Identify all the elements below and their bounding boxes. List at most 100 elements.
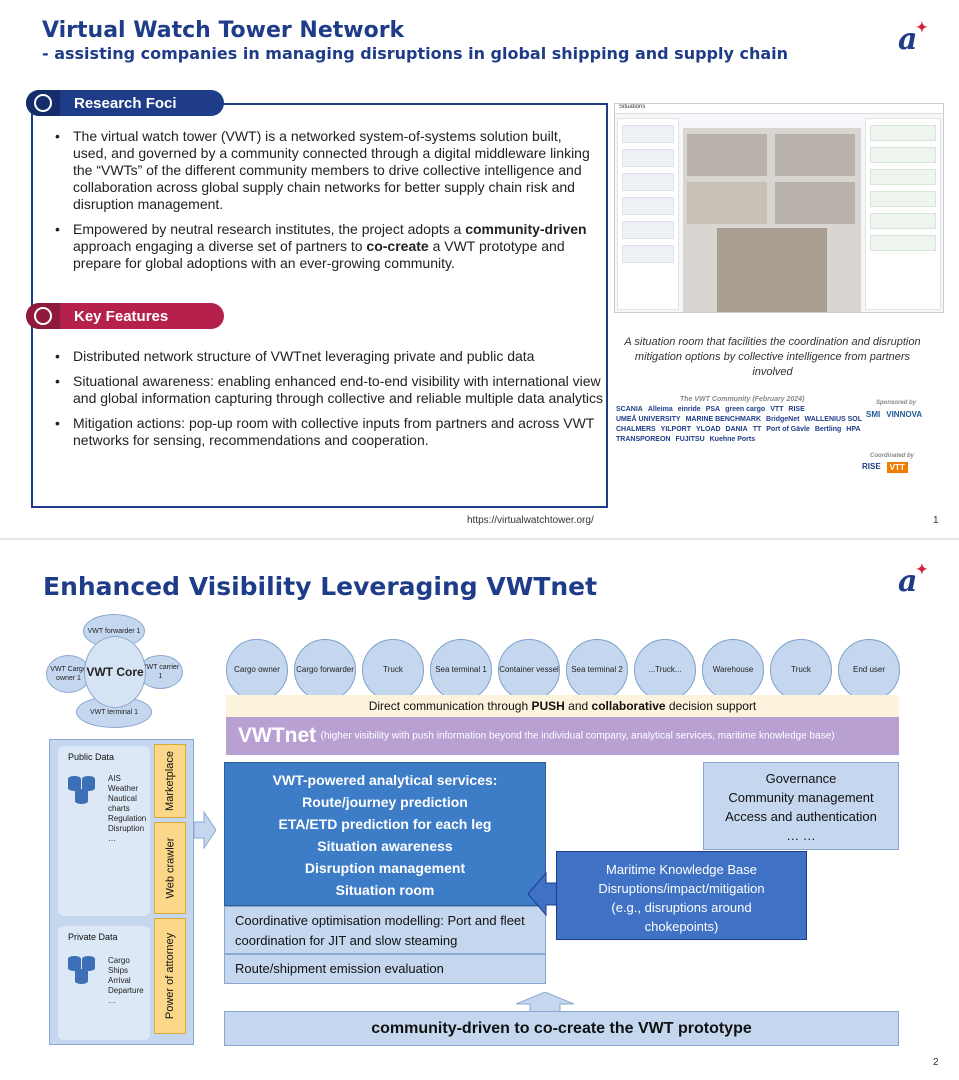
slide1-title: Virtual Watch Tower Network — [42, 18, 405, 43]
slide-divider — [0, 538, 959, 540]
private-data-item: … — [108, 996, 116, 1005]
partner-logo: BridgeNet — [766, 416, 800, 423]
vwt-core-node: VWT Core — [84, 636, 146, 708]
sponsor-logo: VINNOVA — [886, 410, 923, 419]
feature-item: Mitigation actions: pop-up room with col… — [55, 415, 605, 449]
coordinator-logo: RISE — [862, 462, 881, 471]
supply-chain-node: Truck — [362, 639, 424, 701]
public-data-item: Nautical — [108, 794, 137, 803]
supply-chain-node: Warehouse — [702, 639, 764, 701]
research-item: Empowered by neutral research institutes… — [55, 221, 595, 272]
brand-logo: a✦ — [898, 20, 928, 57]
vwtnet-label: VWTnet — [238, 724, 317, 747]
direct-communication-band: Direct communication through PUSH and co… — [226, 695, 899, 717]
key-features-heading: Key Features — [26, 303, 224, 329]
situation-room-screenshot: Situations — [614, 103, 944, 313]
private-data-item: Ships — [108, 966, 129, 975]
left-arrow-icon — [528, 871, 558, 917]
logo-letter: a — [898, 564, 918, 599]
supply-chain-node: Cargo forwarder — [294, 639, 356, 701]
private-data-label: Private Data — [68, 932, 118, 942]
video-conference-image — [683, 128, 861, 312]
page-number: 2 — [933, 1057, 939, 1068]
partner-logo: green cargo — [725, 406, 766, 413]
feature-item: Distributed network structure of VWTnet … — [55, 348, 605, 365]
partner-logo: YILPORT — [660, 426, 692, 433]
partner-logo: Alleima — [647, 406, 673, 413]
analytics-line: Situation awareness — [317, 838, 453, 854]
brand-logo: a✦ — [898, 562, 928, 599]
research-list: The virtual watch tower (VWT) is a netwo… — [55, 128, 595, 280]
knowledge-base-line: chokepoints) — [644, 919, 719, 934]
lightbulb-icon — [26, 303, 60, 329]
governance-line: … … — [786, 828, 816, 843]
governance-line: Community management — [728, 790, 874, 805]
website-link[interactable]: https://virtualwatchtower.org/ — [467, 515, 594, 526]
direct-text: decision support — [665, 699, 757, 713]
partner-logo: YLOAD — [696, 426, 721, 433]
slide-2: Enhanced Visibility Leveraging VWTnet a✦… — [0, 540, 959, 1080]
research-foci-label: Research Foci — [74, 94, 177, 112]
public-data-label: Public Data — [68, 752, 115, 762]
collaborative-text: collaborative — [591, 699, 666, 713]
supply-chain-node: ...Truck... — [634, 639, 696, 701]
partner-logo: Port of Gävle — [766, 426, 810, 433]
partner-logo: UMEÅ UNIVERSITY — [616, 416, 681, 423]
partner-logo: HPA — [846, 426, 861, 433]
partner-logo: einride — [677, 406, 701, 413]
partner-logo: TT — [752, 426, 762, 433]
slide1-subtitle: - assisting companies in managing disrup… — [42, 44, 789, 63]
coordinated-label: Coordinated by — [870, 453, 915, 459]
slide-1: Virtual Watch Tower Network - assisting … — [0, 0, 959, 540]
public-data-item: AIS — [108, 774, 121, 783]
marketplace-label: Marketplace — [164, 751, 177, 811]
supply-chain-node: Cargo owner — [226, 639, 288, 701]
community-title: The VWT Community (February 2024) — [680, 396, 805, 403]
star-icon: ✦ — [916, 20, 928, 36]
emphasis-text: community-driven — [465, 221, 587, 237]
situation-list-panel — [617, 118, 679, 310]
partner-logo: TRANSPOREON — [616, 436, 671, 443]
coordinator-logo: VTT — [886, 462, 908, 473]
photo-caption: A situation room that facilities the coo… — [624, 336, 921, 378]
partner-logo: Bertling — [814, 426, 842, 433]
feature-item: Situational awareness: enabling enhanced… — [55, 373, 605, 407]
public-data-item: Disruption — [108, 824, 145, 833]
knowledge-base-line: (e.g., disruptions around — [611, 900, 752, 915]
key-features-label: Key Features — [74, 307, 169, 325]
mitigation-options-panel — [865, 118, 941, 310]
partner-logo: FUJITSU — [675, 436, 705, 443]
partner-logo: MARINE BENCHMARK — [685, 416, 762, 423]
web-crawler-label: Web crawler — [164, 837, 176, 899]
app-topbar: Situations — [615, 104, 943, 114]
page-number: 1 — [933, 515, 939, 526]
supply-chain-node: Sea terminal 1 — [430, 639, 492, 701]
partner-logo: RISE — [788, 406, 805, 413]
public-data-item: … — [108, 834, 116, 843]
governance-line: Governance — [765, 771, 837, 786]
analytics-line: VWT-powered analytical services: — [272, 772, 498, 788]
emphasis-text: co-create — [366, 238, 429, 254]
web-crawler-tab: Web crawler — [154, 822, 186, 914]
partner-logo: CHALMERS — [616, 426, 656, 433]
analytical-services-box: VWT-powered analytical services: Route/jo… — [224, 762, 546, 906]
vwtnet-description: (higher visibility with push information… — [320, 730, 835, 742]
emission-box: Route/shipment emission evaluation — [224, 954, 546, 984]
analytics-line: Route/journey prediction — [302, 794, 468, 810]
power-of-attorney-label: Power of attorney — [164, 932, 176, 1020]
star-icon: ✦ — [916, 562, 928, 578]
knowledge-base-line: Disruptions/impact/mitigation — [598, 881, 765, 896]
community-band: community-driven to co-create the VWT pr… — [224, 1011, 899, 1046]
logo-letter: a — [898, 22, 918, 57]
analytics-line: Situation room — [335, 882, 435, 898]
supply-chain-node: Container vessel — [498, 639, 560, 701]
